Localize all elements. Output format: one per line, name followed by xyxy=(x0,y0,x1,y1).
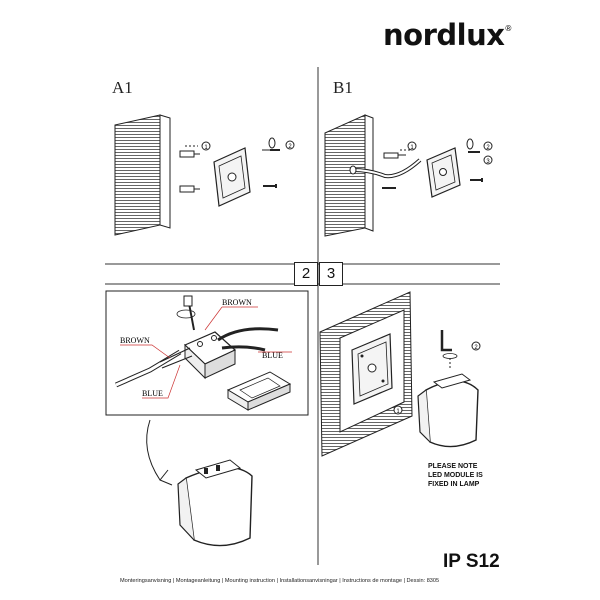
registered-mark: ® xyxy=(504,24,512,33)
mounting-bracket-step3 xyxy=(351,333,393,405)
wire-label-blue-right: BLUE xyxy=(262,351,283,360)
led-module-note: PLEASE NOTE LED MODULE IS FIXED IN LAMP xyxy=(428,462,483,489)
callout-circle-1-b1 xyxy=(407,141,417,151)
note-line-1: PLEASE NOTE xyxy=(428,463,478,470)
mounting-bracket-a1 xyxy=(213,147,251,207)
callout-1-a1: 1 xyxy=(204,145,208,151)
step-b1-drawing: 1 2 3 xyxy=(324,114,493,237)
lamp-wire-blue xyxy=(221,345,266,352)
screw-bottom-a1 xyxy=(263,184,277,188)
callout-circle-2-a1 xyxy=(285,140,295,150)
lamp-body-step3 xyxy=(417,373,479,448)
screw-top-a1 xyxy=(262,137,280,151)
callout-circle-2-step3 xyxy=(471,341,481,351)
step-number-3: 3 xyxy=(319,262,343,286)
step-3-drawing: 1 2 xyxy=(319,291,481,457)
screw-bottom-b1 xyxy=(470,178,483,182)
screw-top-b1 xyxy=(466,138,480,153)
wall-plug-bottom xyxy=(179,185,200,193)
callout-circle-1-step3 xyxy=(393,405,403,415)
callout-1-step3: 1 xyxy=(396,409,400,415)
callout-circle-3-b1 xyxy=(483,155,493,165)
mounting-bracket-b1 xyxy=(426,147,461,198)
lamp-wire-brown xyxy=(217,327,279,342)
brand-name: nordlux xyxy=(383,18,505,52)
allen-key xyxy=(440,330,452,352)
lamp-housing-base xyxy=(226,371,292,411)
note-line-2: LED MODULE IS xyxy=(428,472,483,479)
callout-3-b1: 3 xyxy=(486,159,490,165)
wall-plug-b1 xyxy=(383,152,406,159)
callout-2-step3: 2 xyxy=(474,345,478,351)
wire-label-brown-left: BROWN xyxy=(120,336,150,345)
callout-1-b1: 1 xyxy=(410,145,414,151)
footer-languages: Monteringsanvisning | Montageanleitung |… xyxy=(120,578,440,584)
wall-plug-top xyxy=(179,150,200,158)
note-line-3: FIXED IN LAMP xyxy=(428,481,480,488)
lamp-body-step2 xyxy=(177,459,253,547)
callout-2-b1: 2 xyxy=(486,145,490,151)
screwdriver xyxy=(176,295,196,331)
step-2-drawing: BROWN BROWN BLUE BLUE xyxy=(105,290,309,547)
step-label-a1: A1 xyxy=(112,78,133,97)
terminal-block xyxy=(183,331,237,380)
callout-circle-1-a1 xyxy=(201,141,211,151)
detail-pointer-arrow xyxy=(146,419,173,486)
callout-2-a1: 2 xyxy=(288,144,292,150)
brand-logo: nordlux® xyxy=(383,18,512,52)
wall-a1 xyxy=(114,114,161,236)
product-model: IP S12 xyxy=(443,551,500,572)
step-label-b1: B1 xyxy=(333,78,353,97)
wire-label-blue-bottom: BLUE xyxy=(142,389,163,398)
callout-circle-2-b1 xyxy=(483,141,493,151)
step-a1-drawing: 1 2 xyxy=(114,114,295,236)
wire-label-brown-top: BROWN xyxy=(222,298,252,307)
step-number-2: 2 xyxy=(294,262,318,286)
wall-b1 xyxy=(324,114,366,237)
